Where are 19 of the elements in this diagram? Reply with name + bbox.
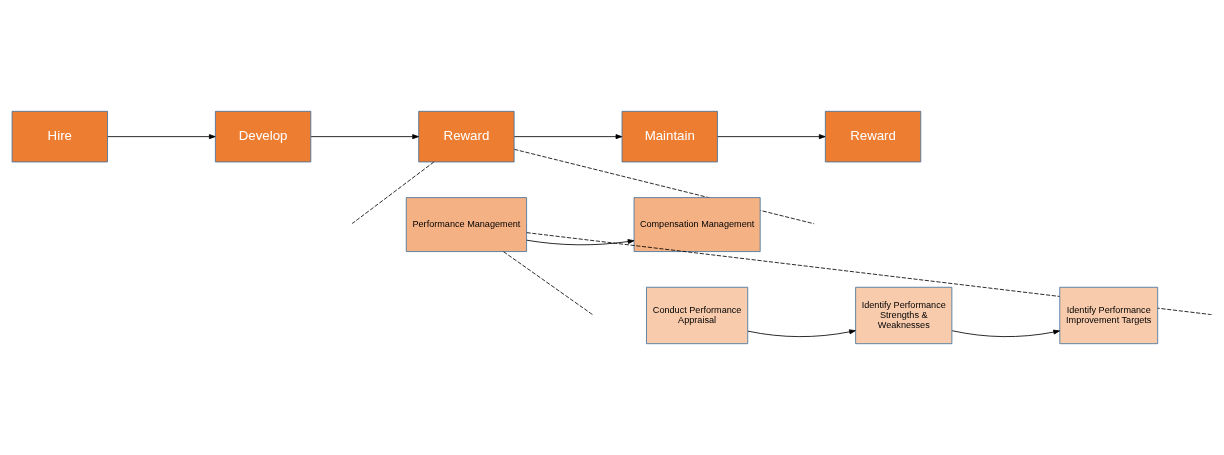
node-box: Conduct Performance Appraisal xyxy=(646,286,749,345)
arrow xyxy=(514,134,623,140)
arrow xyxy=(107,134,216,140)
node-box: Performance Management xyxy=(405,197,527,252)
arrow xyxy=(747,329,856,338)
arrow xyxy=(310,134,419,140)
connector xyxy=(351,161,435,225)
arrow xyxy=(717,134,826,140)
node-box: Develop xyxy=(214,110,312,163)
node-box: Reward xyxy=(418,110,515,163)
node-box: Hire xyxy=(11,110,108,163)
arrow xyxy=(526,239,635,246)
node-box: Identify Performance Strengths & Weaknesses xyxy=(855,286,953,345)
node-box: Identify Performance Improvement Targets xyxy=(1059,286,1159,345)
node-box: Compensation Management xyxy=(633,197,761,252)
arrow xyxy=(951,329,1060,337)
connector xyxy=(503,251,593,316)
node-box: Maintain xyxy=(621,110,718,163)
node-box: Reward xyxy=(824,110,922,163)
